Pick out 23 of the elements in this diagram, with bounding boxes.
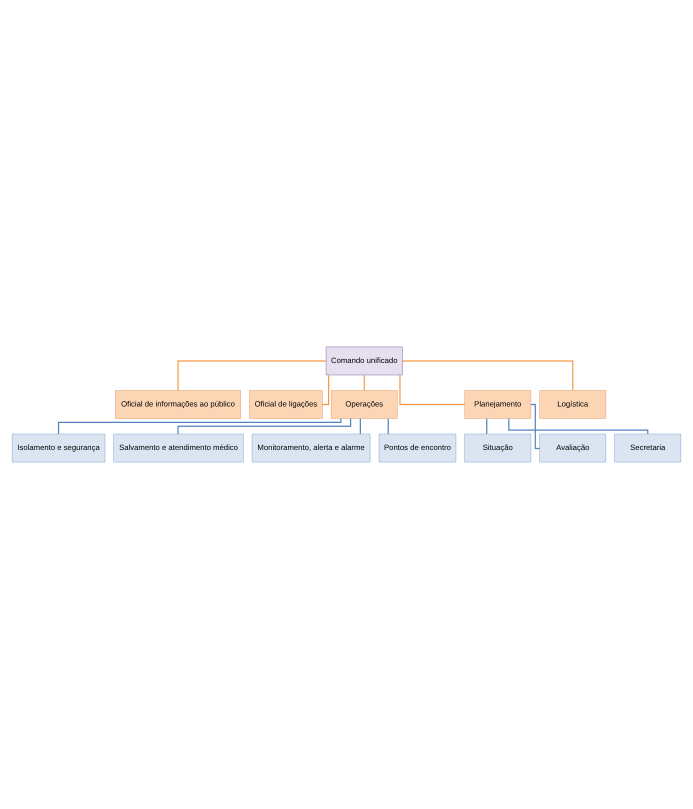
node-box: Comando unificado <box>326 346 403 376</box>
connector <box>364 375 365 390</box>
node-box: Operações <box>330 390 398 419</box>
node-box: Logística <box>539 390 606 419</box>
connector <box>388 418 389 434</box>
connector <box>530 404 540 450</box>
node-box: Salvamento e atendimento médico <box>113 434 244 462</box>
node-box: Monitoramento, alerta e alarme <box>252 434 370 462</box>
node-box: Oficial de informações ao público <box>115 390 241 419</box>
connector <box>177 418 352 434</box>
node-box: Secretaria <box>614 434 682 462</box>
node-box: Situação <box>464 434 532 462</box>
node-box: Planejamento <box>464 390 532 419</box>
node-box: Avaliação <box>539 434 606 462</box>
node-box: Oficial de ligações <box>249 390 323 419</box>
connector <box>486 418 488 434</box>
node-box: Isolamento e segurança <box>12 434 106 462</box>
connector <box>399 375 465 406</box>
connector <box>322 375 330 406</box>
connector <box>402 360 574 390</box>
connector <box>360 418 361 434</box>
connector <box>177 360 326 390</box>
node-box: Pontos de encontro <box>378 434 456 462</box>
